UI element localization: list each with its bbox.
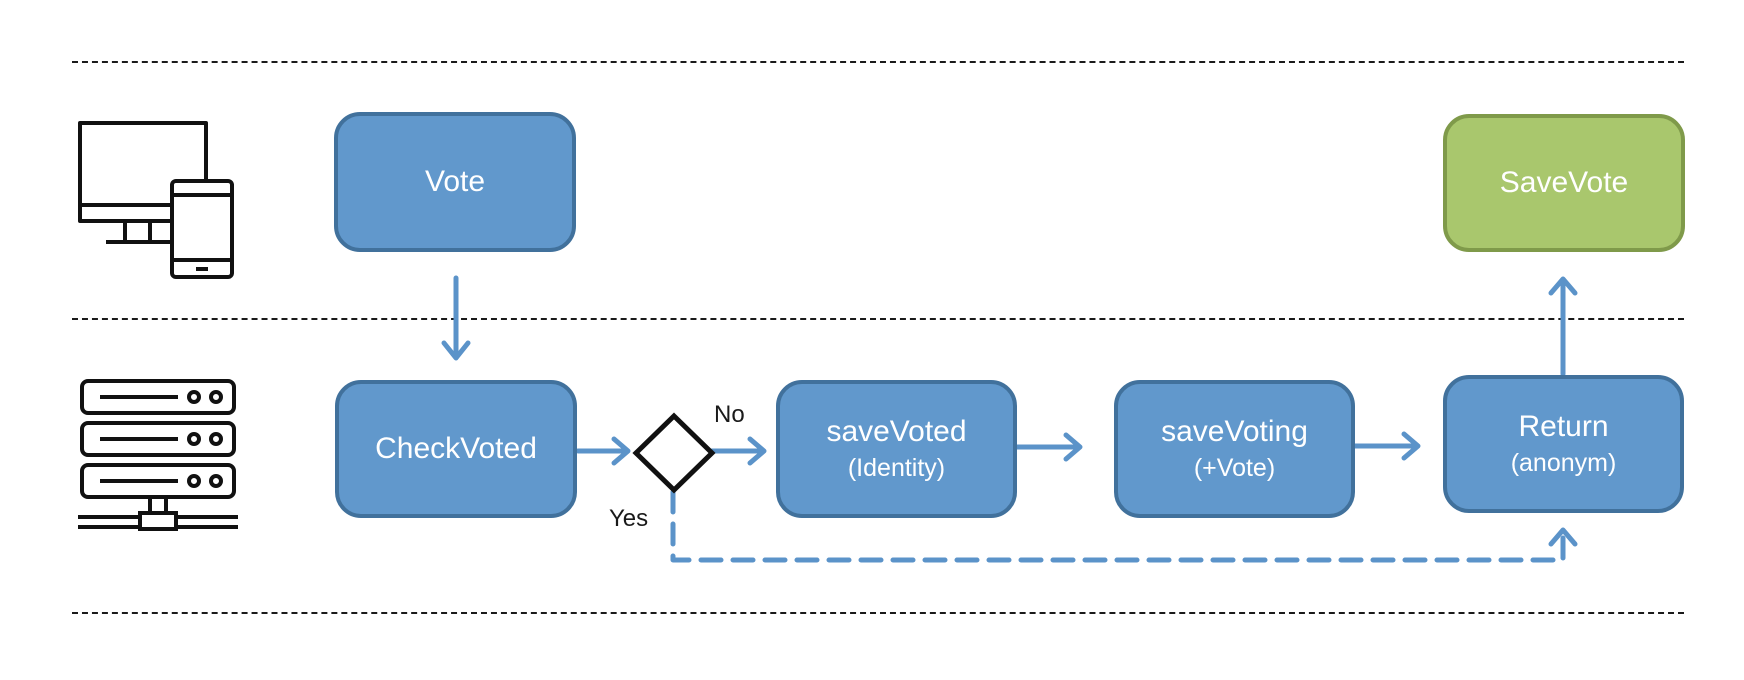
node-savevote-label: SaveVote bbox=[1499, 165, 1629, 199]
lane-separator-bottom bbox=[72, 612, 1684, 614]
node-savevoting-label: saveVoting bbox=[1161, 415, 1308, 449]
node-savevoted: saveVoted (Identity) bbox=[776, 380, 1017, 518]
node-savevoted-sublabel: (Identity) bbox=[847, 453, 946, 482]
node-return: Return (anonym) bbox=[1443, 375, 1684, 513]
node-savevote: SaveVote bbox=[1443, 114, 1685, 252]
node-vote: Vote bbox=[334, 112, 576, 252]
node-vote-label: Vote bbox=[424, 164, 486, 198]
node-savevoted-label: saveVoted bbox=[826, 415, 967, 449]
lane-separator-top bbox=[72, 61, 1684, 63]
server-rack-icon bbox=[78, 379, 238, 531]
node-savevoting: saveVoting (+Vote) bbox=[1114, 380, 1355, 518]
node-return-sublabel: (anonym) bbox=[1510, 448, 1617, 477]
arrow-decision-to-return-dashed bbox=[670, 489, 1566, 563]
lane-separator-middle bbox=[72, 318, 1684, 320]
edge-label-yes: Yes bbox=[609, 505, 649, 532]
node-return-label: Return bbox=[1518, 410, 1609, 444]
edge-label-no: No bbox=[714, 401, 745, 428]
node-checkvoted-label: CheckVoted bbox=[375, 431, 537, 465]
node-savevoting-sublabel: (+Vote) bbox=[1193, 453, 1276, 482]
decision-diamond bbox=[632, 412, 716, 494]
desktop-and-phone-icon bbox=[78, 121, 234, 279]
node-checkvoted: CheckVoted bbox=[335, 380, 577, 518]
